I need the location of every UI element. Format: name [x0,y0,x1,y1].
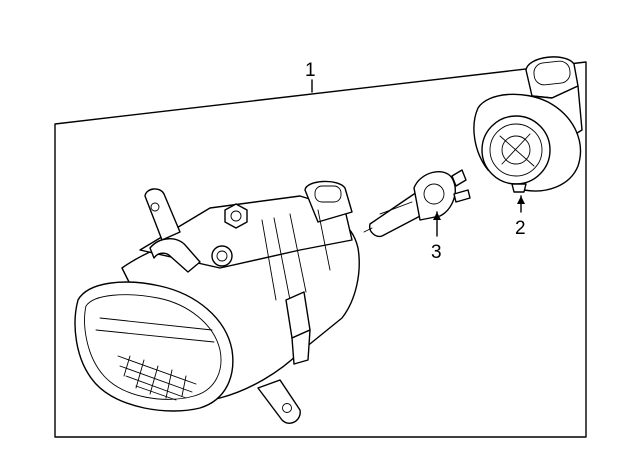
callout-3-label: 3 [431,242,442,263]
bulb-socket [473,56,583,193]
assembly-frame [54,61,587,438]
callout-2[interactable]: 2 [515,195,526,239]
callout-2-label: 2 [515,218,526,239]
callout-3[interactable]: 3 [431,211,442,263]
lens-grid [117,355,197,401]
fog-lamp-lens [74,281,234,412]
callout-1-label: 1 [305,60,316,81]
callout-1[interactable]: 1 [305,60,316,93]
bulb [363,169,471,238]
